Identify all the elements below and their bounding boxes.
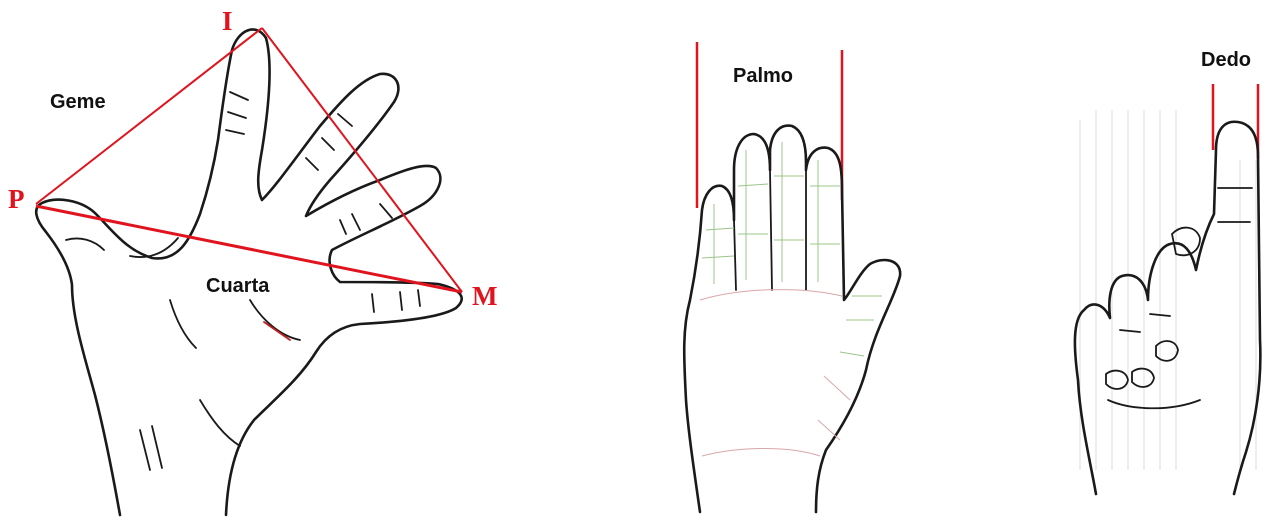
point-label-thumb: P — [8, 184, 25, 214]
hatching — [1080, 110, 1256, 470]
index-to-middle-line — [262, 28, 462, 292]
finger-hand-outline — [1075, 122, 1260, 494]
finger-hand-illustration — [1075, 84, 1260, 494]
palm-hand-outline — [684, 126, 900, 512]
dedo-label: Dedo — [1201, 49, 1251, 71]
cuarta-label: Cuarta — [206, 275, 270, 297]
palmo-label: Palmo — [733, 65, 793, 87]
palm-hand-illustration — [684, 42, 900, 512]
geme-label: Geme — [50, 91, 106, 113]
point-label-middle: M — [472, 281, 497, 311]
point-label-index: I — [222, 6, 233, 36]
geme-line — [36, 28, 262, 204]
